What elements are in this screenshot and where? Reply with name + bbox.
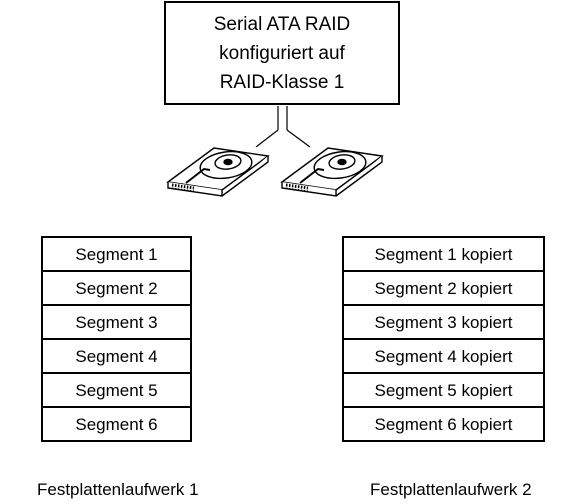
segment-copy-row: Segment 2 kopiert [344, 272, 543, 306]
drive-1-segment-table: Segment 1 Segment 2 Segment 3 Segment 4 … [41, 236, 192, 442]
segment-row: Segment 6 [43, 408, 190, 442]
raid-box-line-1: Serial ATA RAID [213, 13, 351, 35]
drive-2-segment-table: Segment 1 kopiert Segment 2 kopiert Segm… [342, 236, 545, 442]
connector-lines [255, 106, 311, 148]
hard-drive-icon [280, 147, 384, 197]
segment-row: Segment 4 [43, 340, 190, 374]
segment-row: Segment 1 [43, 238, 190, 272]
segment-copy-row: Segment 3 kopiert [344, 306, 543, 340]
raid-box-line-3: RAID-Klasse 1 [219, 71, 345, 93]
segment-copy-row: Segment 1 kopiert [344, 238, 543, 272]
hard-drive-icon [166, 147, 270, 197]
segment-row: Segment 2 [43, 272, 190, 306]
segment-copy-row: Segment 6 kopiert [344, 408, 543, 442]
raid-config-box: Serial ATA RAID konfiguriert auf RAID-Kl… [164, 1, 400, 105]
segment-row: Segment 3 [43, 306, 190, 340]
drive-2-caption: Festplattenlaufwerk 2 [370, 480, 532, 499]
drive-1-caption: Festplattenlaufwerk 1 [37, 480, 199, 499]
segment-copy-row: Segment 5 kopiert [344, 374, 543, 408]
segment-copy-row: Segment 4 kopiert [344, 340, 543, 374]
segment-row: Segment 5 [43, 374, 190, 408]
raid-box-line-2: konfiguriert auf [219, 42, 345, 64]
